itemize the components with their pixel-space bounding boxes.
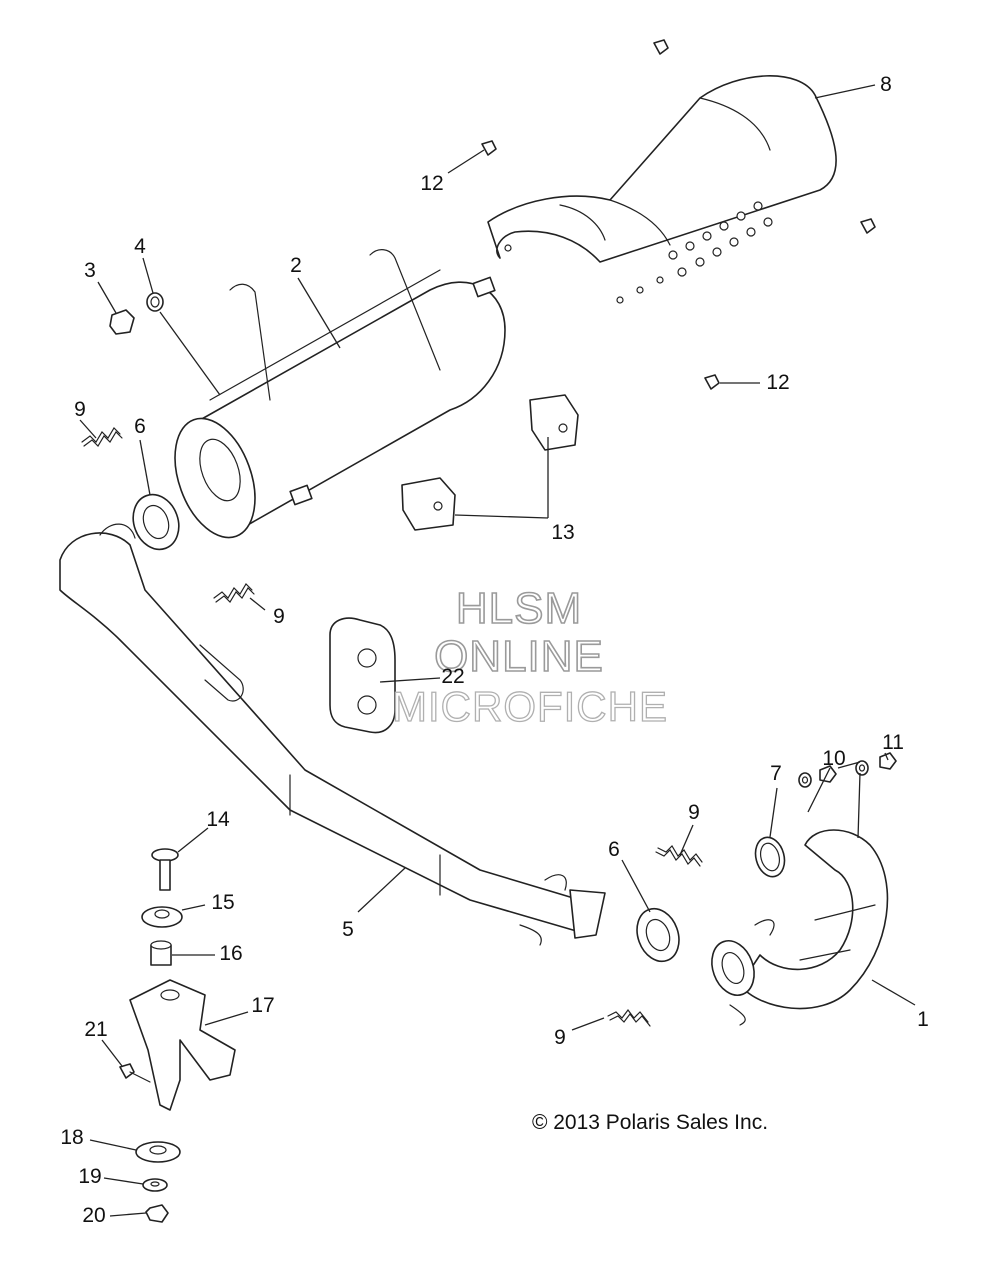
spring-4[interactable]	[607, 1009, 651, 1027]
callout-15[interactable]: 15	[211, 891, 234, 914]
leader-lines	[79, 84, 916, 1217]
callout-8[interactable]: 8	[880, 73, 892, 96]
grommet-18[interactable]	[135, 1141, 181, 1163]
callout-19[interactable]: 19	[78, 1165, 101, 1188]
callout-18[interactable]: 18	[60, 1126, 83, 1149]
copyright-notice: © 2013 Polaris Sales Inc.	[532, 1111, 768, 1134]
bracket-17[interactable]	[129, 979, 236, 1111]
pipe-hanger	[199, 644, 244, 702]
callout-11[interactable]: 11	[882, 731, 904, 754]
callout-7[interactable]: 7	[770, 762, 782, 785]
callout-9d[interactable]: 9	[554, 1026, 566, 1049]
bolt-21[interactable]	[119, 1063, 151, 1083]
watermark: HLSM ONLINE MICROFICHE	[391, 583, 668, 730]
callout-12a[interactable]: 12	[420, 172, 443, 195]
callout-20[interactable]: 20	[82, 1204, 105, 1227]
callout-9b[interactable]: 9	[273, 605, 285, 628]
dual-isolator[interactable]	[329, 617, 396, 734]
callout-6b[interactable]: 6	[608, 838, 620, 861]
callout-14[interactable]: 14	[206, 808, 230, 831]
callout-4[interactable]: 4	[134, 235, 146, 258]
nut-11[interactable]	[819, 752, 897, 783]
callout-5[interactable]: 5	[342, 918, 354, 941]
callout-17[interactable]: 17	[251, 994, 274, 1017]
head-pipe[interactable]	[705, 829, 889, 1026]
bolt-12a[interactable]	[481, 140, 497, 156]
isolator-block-lower[interactable]	[401, 477, 456, 531]
callouts: 8 12 2 3 4 12 9 6 13 9 22 10 11 7 9 6 5 …	[60, 73, 929, 1227]
watermark-line-2: ONLINE	[434, 632, 604, 681]
spring-3[interactable]	[655, 845, 703, 867]
callout-9c[interactable]: 9	[688, 801, 700, 824]
spring-1[interactable]	[81, 427, 123, 447]
callout-2[interactable]: 2	[290, 254, 302, 277]
grommet-15[interactable]	[141, 906, 183, 928]
rivet-14[interactable]	[151, 848, 179, 891]
callout-3[interactable]: 3	[84, 259, 96, 282]
callout-6a[interactable]: 6	[134, 415, 146, 438]
isolator-block-upper[interactable]	[529, 394, 579, 451]
washer-4[interactable]	[146, 292, 164, 312]
gasket-lower[interactable]	[630, 903, 686, 967]
gasket-upper[interactable]	[126, 488, 186, 556]
spacer-16[interactable]	[150, 940, 172, 966]
spring-2[interactable]	[213, 583, 255, 603]
callout-22[interactable]: 22	[441, 665, 464, 688]
nut-20[interactable]	[145, 1204, 169, 1223]
watermark-line-3: MICROFICHE	[392, 683, 668, 730]
muffler[interactable]	[160, 249, 506, 549]
plug-fastener[interactable]	[109, 309, 135, 335]
bolt-top[interactable]	[653, 39, 876, 234]
callout-1[interactable]: 1	[917, 1008, 929, 1031]
seal-ring[interactable]	[751, 834, 788, 880]
callout-13[interactable]: 13	[551, 521, 574, 544]
callout-9a[interactable]: 9	[74, 398, 86, 421]
bolt-12b[interactable]	[704, 374, 720, 390]
callout-12b[interactable]: 12	[766, 371, 789, 394]
callout-16[interactable]: 16	[219, 942, 242, 965]
washer-10[interactable]	[798, 760, 869, 788]
washer-19[interactable]	[142, 1178, 168, 1192]
heat-shield[interactable]	[487, 75, 837, 304]
watermark-line-1: HLSM	[456, 584, 582, 633]
callout-10[interactable]: 10	[822, 747, 845, 770]
callout-21[interactable]: 21	[84, 1018, 107, 1041]
exhaust-pipe[interactable]	[59, 523, 606, 946]
